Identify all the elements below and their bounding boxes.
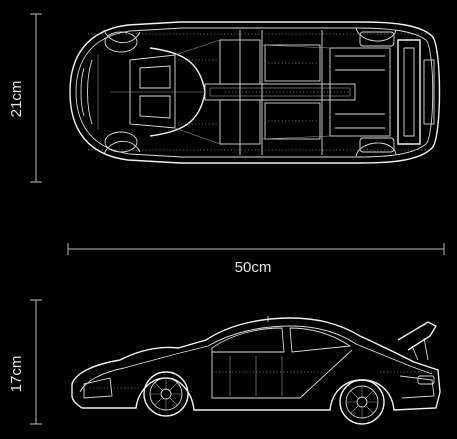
car-side-view xyxy=(71,316,441,425)
dimension-length: 50cm xyxy=(67,243,445,276)
dimension-height-top: 21cm xyxy=(8,13,42,183)
dimension-label-50cm: 50cm xyxy=(235,259,272,276)
dimension-height-side: 17cm xyxy=(8,299,42,425)
dimension-label-17cm: 17cm xyxy=(8,356,25,393)
car-top-view xyxy=(69,21,441,164)
dimension-label-21cm: 21cm xyxy=(8,81,25,118)
